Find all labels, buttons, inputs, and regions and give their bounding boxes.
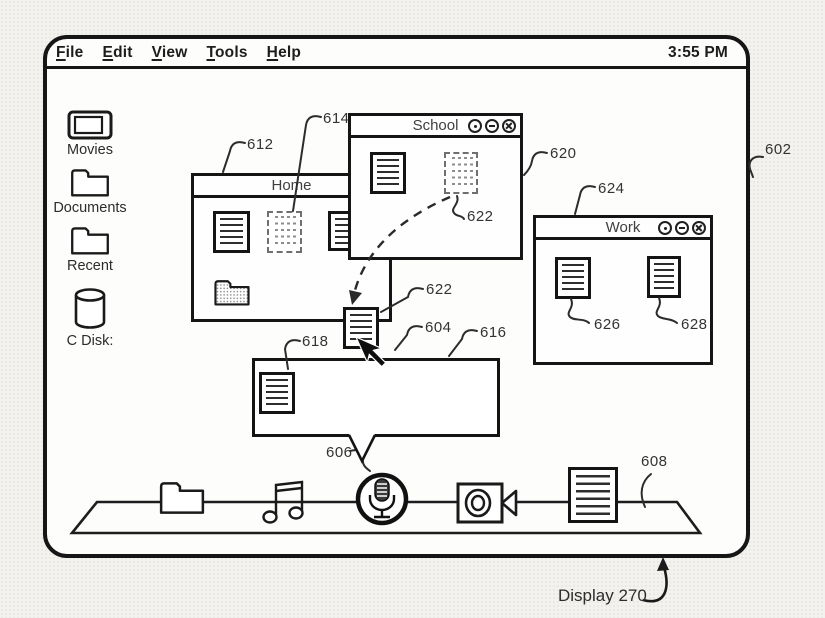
ref-612: 612 [247, 136, 274, 153]
desktop-icon-label: C Disk: [66, 333, 114, 349]
screen-icon [67, 110, 113, 140]
menu-item-view[interactable]: View [152, 44, 188, 62]
document-icon[interactable] [555, 257, 591, 299]
desktop-icon-recent[interactable]: Recent [38, 224, 142, 274]
ref-602: 602 [765, 141, 792, 158]
callout-document-icon[interactable] [259, 372, 295, 414]
desktop-icon-label: Movies [67, 142, 113, 158]
menu-item-tools[interactable]: Tools [206, 44, 247, 62]
desktop-icon-documents[interactable]: Documents [38, 166, 142, 216]
ghost-document-icon [444, 152, 478, 194]
window-school-title: School [412, 117, 459, 134]
folder-icon [71, 169, 109, 197]
window-work: Work [533, 215, 713, 365]
window-button-dot-icon[interactable] [658, 221, 672, 235]
desktop-icon-cdisk[interactable]: C Disk: [38, 287, 142, 349]
menu-bar: File Edit View Tools Help 3:55 PM [47, 39, 746, 69]
menu-item-edit-initial: E [102, 43, 114, 61]
callout-bubble [252, 358, 500, 437]
dragged-document-icon[interactable] [343, 307, 379, 349]
dock-camera-icon[interactable] [456, 481, 518, 525]
display-270-arrowhead [657, 557, 669, 571]
dock-folder-icon[interactable] [158, 477, 206, 517]
document-icon[interactable] [213, 211, 250, 253]
menu-item-tools-rest: ools [215, 43, 248, 61]
window-school-titlebar[interactable]: School [351, 116, 520, 138]
dock-mic-button[interactable] [354, 471, 410, 527]
desktop-icon-label: Documents [53, 200, 127, 216]
ref-624: 624 [598, 180, 625, 197]
window-work-titlebar[interactable]: Work [536, 218, 710, 240]
ref-622-desktop: 622 [426, 281, 453, 298]
folder-icon [71, 227, 109, 255]
ref-622-school: 622 [467, 208, 494, 225]
dock-music-icon[interactable] [260, 477, 310, 525]
window-button-close-icon[interactable] [692, 221, 706, 235]
ref-618: 618 [302, 333, 329, 350]
ref-614: 614 [323, 110, 350, 127]
menu-item-help-initial: H [266, 43, 279, 61]
window-button-dot-icon[interactable] [468, 119, 482, 133]
ghost-document-icon [267, 211, 302, 253]
menu-item-tools-initial: T [206, 43, 215, 61]
ref-604: 604 [425, 319, 452, 336]
menu-clock: 3:55 PM [668, 43, 728, 61]
menu-item-edit-rest: dit [113, 43, 133, 61]
window-school: School [348, 113, 523, 260]
ref-626: 626 [594, 316, 621, 333]
window-work-title: Work [605, 219, 641, 236]
disk-icon [74, 288, 106, 329]
menu-item-edit[interactable]: Edit [103, 44, 133, 62]
menu-item-help[interactable]: Help [267, 44, 301, 62]
ref-620: 620 [550, 145, 577, 162]
window-button-minus-icon[interactable] [485, 119, 499, 133]
ref-628: 628 [681, 316, 708, 333]
leader-602 [748, 155, 764, 178]
window-button-close-icon[interactable] [502, 119, 516, 133]
document-icon[interactable] [647, 256, 681, 298]
dotted-folder-icon[interactable] [213, 276, 251, 308]
window-home-title: Home [271, 177, 312, 194]
document-icon[interactable] [370, 152, 406, 194]
menu-item-view-rest: iew [161, 43, 188, 61]
ref-608: 608 [641, 453, 668, 470]
menu-item-file-rest: ile [65, 43, 84, 61]
menu-item-file[interactable]: File [56, 44, 84, 62]
dock-document-icon[interactable] [568, 467, 618, 523]
menu-item-view-initial: V [151, 43, 162, 61]
ref-616: 616 [480, 324, 507, 341]
desktop-icon-label: Recent [67, 258, 113, 274]
ref-606: 606 [326, 444, 353, 461]
window-button-minus-icon[interactable] [675, 221, 689, 235]
desktop-icon-movies[interactable]: Movies [38, 110, 142, 158]
display-270-caption: Display 270 [558, 586, 647, 605]
menu-item-file-initial: F [56, 43, 66, 61]
menu-item-help-rest: elp [278, 43, 302, 61]
